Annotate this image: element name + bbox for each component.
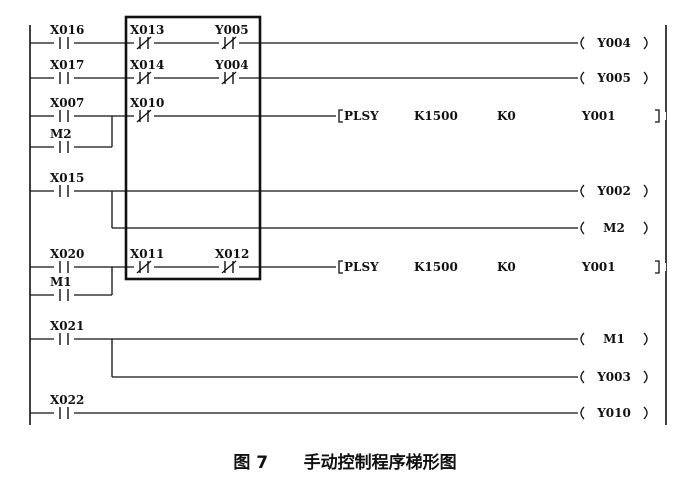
contact-y004-r2-label: Y004 bbox=[214, 58, 249, 72]
contact-x013-r1 bbox=[134, 36, 154, 50]
coil-y002-r4-label: Y002 bbox=[596, 184, 631, 198]
caption-figure-number: 图 7 bbox=[233, 453, 269, 473]
contact-x007-r3-label: X007 bbox=[50, 96, 84, 110]
contact-x010-r3-label: X010 bbox=[130, 96, 164, 110]
plsy-instruction-r3-operand-1: K0 bbox=[497, 109, 516, 123]
contact-x021-r6-label: X021 bbox=[50, 319, 84, 333]
contact-x007-r3 bbox=[54, 110, 74, 122]
contact-x015-r4 bbox=[54, 185, 74, 197]
coil-y005-r2-label: Y005 bbox=[596, 71, 631, 85]
coil-y004-r1-label: Y004 bbox=[596, 36, 631, 50]
contact-x020-r5 bbox=[54, 261, 74, 273]
contact-x011-r5 bbox=[134, 260, 154, 274]
contact-y004-r2 bbox=[219, 71, 239, 85]
plsy-instruction-r5-opcode: PLSY bbox=[344, 260, 379, 274]
contact-x010-r3 bbox=[134, 109, 154, 123]
contact-x016-r1-label: X016 bbox=[50, 23, 84, 37]
contact-y005-r1-label: Y005 bbox=[214, 23, 249, 37]
contact-m2-r3-parallel-label: M2 bbox=[50, 127, 72, 141]
coil-m2-r4-branch bbox=[578, 221, 650, 235]
coil-m1-r6 bbox=[578, 332, 650, 346]
contact-x014-r2-label: X014 bbox=[130, 58, 164, 72]
coil-y010-r7-label: Y010 bbox=[596, 406, 631, 420]
contact-x011-r5-label: X011 bbox=[130, 247, 164, 261]
contact-x020-r5-label: X020 bbox=[50, 247, 84, 261]
plsy-instruction-r3-operand-0: K1500 bbox=[414, 109, 458, 123]
wires bbox=[29, 25, 667, 425]
contact-m2-r3-parallel bbox=[54, 141, 74, 153]
contact-x016-r1 bbox=[54, 37, 74, 49]
plsy-instruction-r5-operand-1: K0 bbox=[497, 260, 516, 274]
coil-y003-r6-branch bbox=[578, 370, 650, 384]
contact-m1-r5-parallel bbox=[54, 289, 74, 301]
plsy-instruction-r5-operand-2: Y001 bbox=[581, 260, 616, 274]
plsy-instruction-r3-operand-2: Y001 bbox=[581, 109, 616, 123]
contact-x012-r5-label: X012 bbox=[215, 247, 249, 261]
coil-y003-r6-branch-label: Y003 bbox=[596, 370, 631, 384]
contact-x015-r4-label: X015 bbox=[50, 171, 84, 185]
coil-m2-r4-branch-label: M2 bbox=[603, 221, 625, 235]
elements bbox=[54, 15, 666, 420]
contact-x017-r2 bbox=[54, 72, 74, 84]
contact-x012-r5 bbox=[219, 260, 239, 274]
coil-y010-r7 bbox=[578, 406, 650, 420]
coil-y005-r2 bbox=[578, 71, 650, 85]
contact-x017-r2-label: X017 bbox=[50, 58, 84, 72]
interlock-highlight-frame bbox=[124, 15, 262, 281]
plsy-instruction-r5 bbox=[336, 260, 666, 274]
contact-m1-r5-parallel-label: M1 bbox=[50, 275, 72, 289]
contact-x022-r7 bbox=[54, 407, 74, 419]
plsy-instruction-r5-operand-0: K1500 bbox=[414, 260, 458, 274]
coil-y002-r4 bbox=[578, 184, 650, 198]
contact-x022-r7-label: X022 bbox=[50, 393, 84, 407]
plsy-instruction-r3 bbox=[336, 109, 666, 123]
contact-x013-r1-label: X013 bbox=[130, 23, 164, 37]
coil-y004-r1 bbox=[578, 36, 650, 50]
contact-y005-r1 bbox=[219, 36, 239, 50]
plsy-instruction-r3-opcode: PLSY bbox=[344, 109, 379, 123]
coil-m1-r6-label: M1 bbox=[603, 332, 625, 346]
contact-x014-r2 bbox=[134, 71, 154, 85]
contact-x021-r6 bbox=[54, 333, 74, 345]
figure-caption: 图 7 手动控制程序梯形图 bbox=[0, 448, 690, 473]
caption-title: 手动控制程序梯形图 bbox=[303, 453, 457, 473]
